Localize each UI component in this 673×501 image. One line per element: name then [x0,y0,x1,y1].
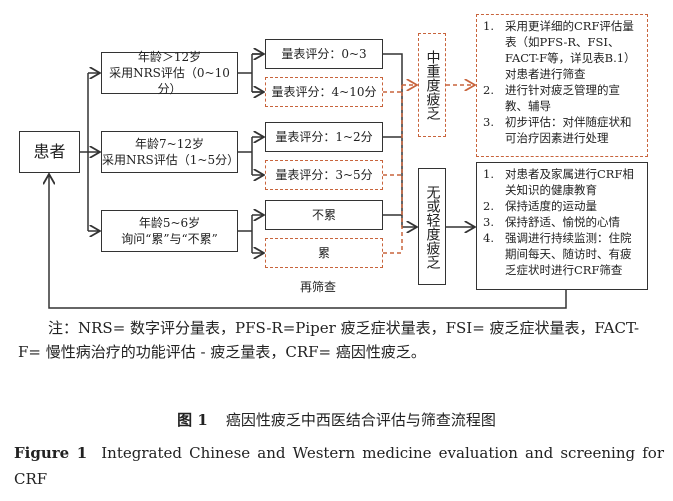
item-text: 保持舒适、愉悦的心情 [505,215,620,229]
list-item: 3. 保持舒适、愉悦的心情 [483,214,620,230]
none-mild-box: 无或轻度疲乏 [418,168,446,285]
result-box: 量表评分：0~3 [265,39,383,69]
result-box: 不累 [265,200,383,230]
result-label: 量表评分：3~5分 [275,168,373,182]
list-item: 4. 强调进行持续监测：住院期间每天、随访时、有疲乏症状时进行CRF筛查 [483,230,641,278]
item-number: 1. [483,19,494,33]
severe-actions-box: 1. 采用更详细的CRF评估量表（如PFS-R、FSI、FACT-F等，详见表B.… [476,14,648,157]
mild-actions-box: 1. 对患者及家属进行CRF相关知识的健康教育 2. 保持适度的运动量 3. 保持舒适… [476,162,648,290]
result-box: 量表评分：1~2分 [265,122,383,152]
age-label: 年龄7~12岁 [135,137,204,151]
caption-cn-text: 癌因性疲乏中西医结合评估与筛查流程图 [225,411,496,429]
caption-cn-label: 图 1 [177,411,208,429]
moderate-severe-box: 中重度疲乏 [418,33,446,137]
result-label: 量表评分：4~10分 [271,85,377,99]
method-label: 采用NRS评估（0~10分） [109,66,230,96]
caption-cn: 图 1 癌因性疲乏中西医结合评估与筛查流程图 [0,409,673,430]
item-text: 强调进行持续监测：住院期间每天、随访时、有疲乏症状时进行CRF筛查 [505,231,632,277]
none-mild-label: 无或轻度疲乏 [424,184,441,269]
item-text: 采用更详细的CRF评估量表（如PFS-R、FSI、FACT-F等，详见表B.1）… [505,19,636,81]
item-number: 3. [483,215,494,229]
list-item: 2. 进行针对疲乏管理的宣教、辅导 [483,82,641,114]
item-number: 2. [483,199,494,213]
item-number: 1. [483,167,494,181]
method-label: 询问“累”与“不累” [121,232,218,246]
age-group-5-6: 年龄5~6岁询问“累”与“不累” [101,210,238,252]
list-item: 3. 初步评估：对伴随症状和可治疗因素进行处理 [483,114,641,146]
age-label: 年龄＞12岁 [137,50,202,64]
item-number: 4. [483,231,494,245]
result-label: 量表评分：1~2分 [275,130,373,144]
item-number: 2. [483,83,494,97]
list-item: 1. 采用更详细的CRF评估量表（如PFS-R、FSI、FACT-F等，详见表B.… [483,18,641,82]
item-text: 进行针对疲乏管理的宣教、辅导 [505,83,620,113]
result-label: 累 [317,246,330,260]
patient-label: 患者 [33,142,66,161]
item-text: 对患者及家属进行CRF相关知识的健康教育 [505,167,634,197]
result-label: 量表评分：0~3 [281,47,367,61]
result-box-fatigue: 量表评分：3~5分 [265,160,383,190]
list-item: 1. 对患者及家属进行CRF相关知识的健康教育 [483,166,641,198]
result-box-fatigue: 累 [265,238,383,268]
figure-note: 注：NRS= 数字评分量表，PFS-R=Piper 疲乏症状量表，FSI= 疲乏… [18,319,640,361]
rescreen-label: 再筛查 [300,280,337,294]
patient-box: 患者 [19,131,80,173]
item-text: 初步评估：对伴随症状和可治疗因素进行处理 [505,115,632,145]
result-label: 不累 [311,208,336,222]
method-label: 采用NRS评估（1~5分） [102,153,240,167]
item-number: 3. [483,115,494,129]
item-text: 保持适度的运动量 [505,199,597,213]
age-group-7-12: 年龄7~12岁采用NRS评估（1~5分） [101,131,240,173]
caption-en-label: Figure 1 [14,444,88,462]
age-group-over12: 年龄＞12岁采用NRS评估（0~10分） [101,50,238,96]
caption-en-text: Integrated Chinese and Western medicine … [14,444,664,488]
connector-lines [0,0,567,309]
list-item: 2. 保持适度的运动量 [483,198,597,214]
moderate-severe-label: 中重度疲乏 [424,50,441,120]
result-box-fatigue: 量表评分：4~10分 [265,77,383,107]
age-label: 年龄5~6岁 [138,216,201,230]
